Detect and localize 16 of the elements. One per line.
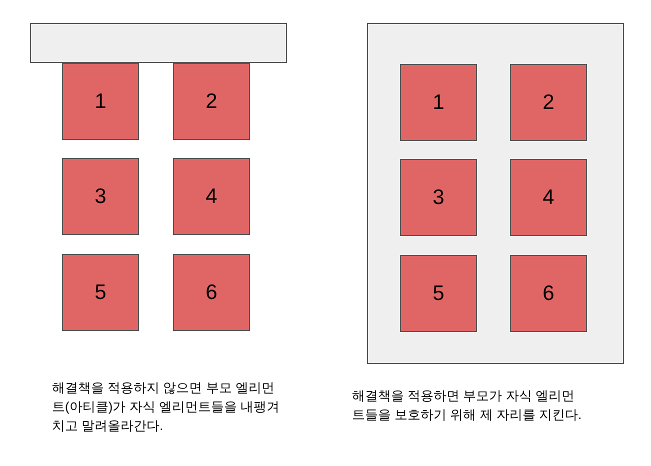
child-box: 6 (510, 255, 587, 332)
child-box: 2 (510, 64, 587, 141)
caption-text: 해결책을 적용하면 부모가 자식 엘리먼트들을 보호하기 위해 제 자리를 지킨다. (352, 387, 583, 424)
child-box: 1 (62, 63, 139, 140)
child-box: 6 (173, 254, 250, 331)
child-box: 4 (173, 158, 250, 235)
child-box: 2 (173, 63, 250, 140)
parent-box (367, 23, 624, 364)
child-box: 1 (400, 64, 477, 141)
child-box: 5 (62, 254, 139, 331)
child-box: 3 (62, 158, 139, 235)
child-box: 5 (400, 255, 477, 332)
child-box: 4 (510, 159, 587, 236)
collapsed-parent-bar (30, 23, 287, 63)
caption-text: 해결책을 적용하지 않으면 부모 엘리먼트(아티클)가 자식 엘리먼트들을 내팽겨치고 말려올라간다. (52, 379, 280, 435)
child-box: 3 (400, 159, 477, 236)
